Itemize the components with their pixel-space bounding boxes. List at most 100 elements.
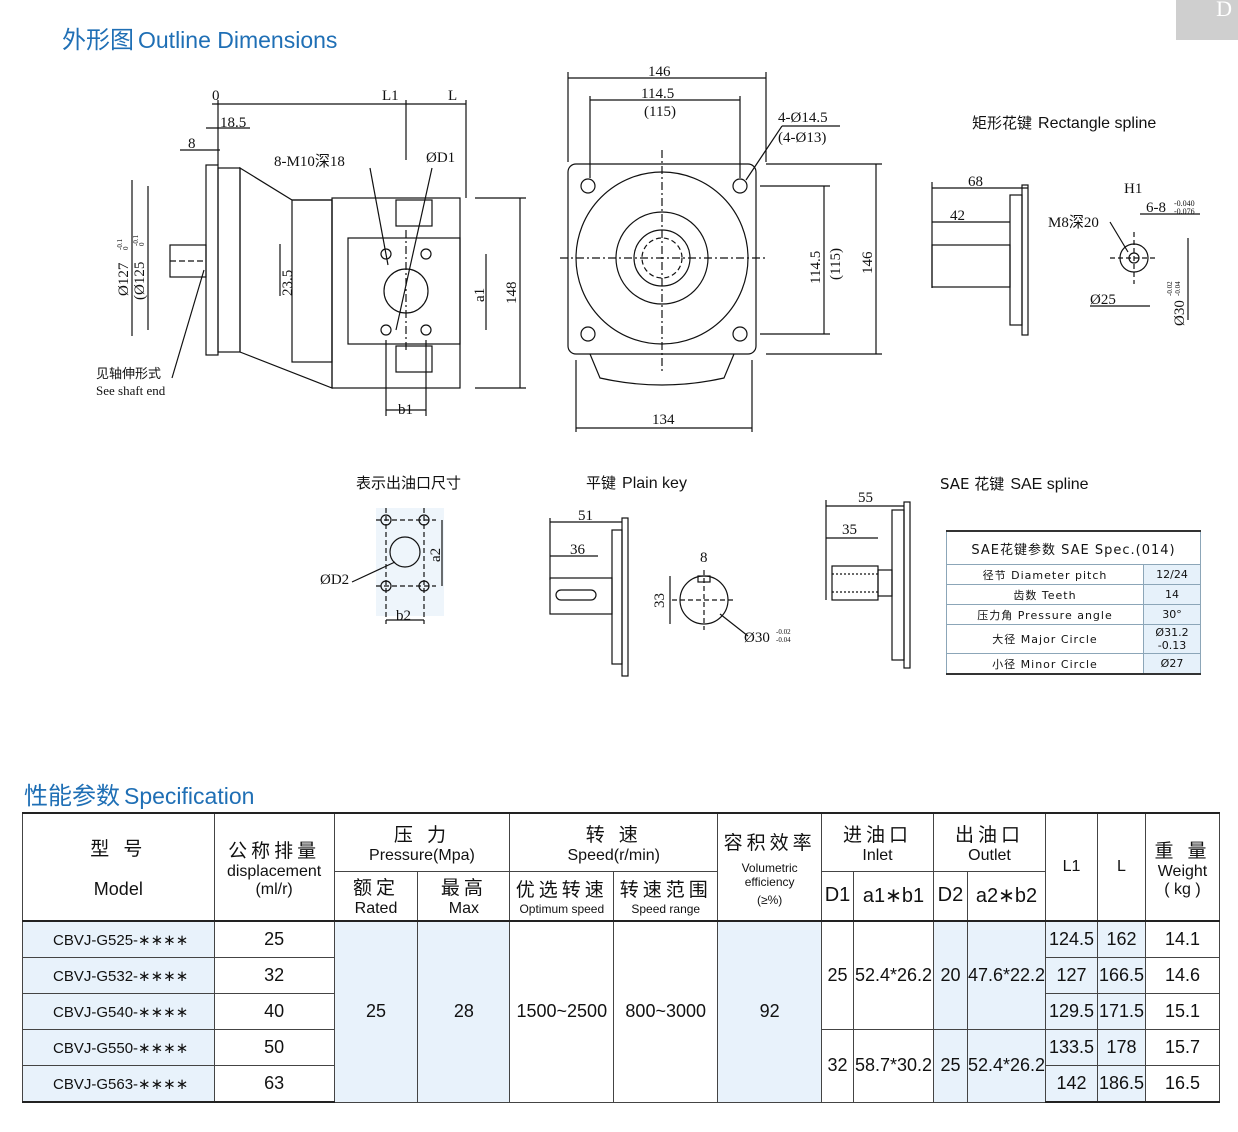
rectangle-spline-view	[931, 182, 1200, 336]
col-l1: L1	[1045, 812, 1098, 922]
dim-36: 36	[570, 542, 586, 558]
dim-b2: b2	[396, 608, 411, 624]
dim-35: 35	[842, 522, 857, 538]
dim-134: 134	[652, 412, 675, 428]
dim-spline-6-8: 6-8	[1146, 200, 1166, 216]
section-tab: D	[1176, 0, 1238, 40]
see-shaft-cn: 见轴伸形式	[96, 366, 161, 381]
dim-114-5-side: 114.5	[808, 251, 824, 284]
dim-o25: Ø25	[1090, 292, 1116, 308]
dim-h1: H1	[1124, 181, 1142, 197]
outlet-d2: 20	[932, 920, 968, 1030]
dim-m10: 8-M10深18	[274, 153, 345, 170]
spec-table: 型 号 Model 公称排量 displacement (ml/r) 压 力 P…	[22, 812, 1221, 1103]
col-d1: D1	[821, 870, 854, 922]
dim-o30: Ø30	[1172, 300, 1188, 326]
dim-spline-tol-2: -0.076	[1174, 207, 1195, 216]
sae-spline-view	[825, 500, 911, 669]
dim-23-5: 23.5	[280, 270, 296, 296]
inlet-d1-2: 32	[821, 1029, 854, 1103]
col-outlet: 出油口 Outlet	[932, 812, 1047, 872]
dim-146-side: 146	[860, 251, 876, 274]
col-speed: 转 速 Speed(r/min)	[509, 812, 719, 872]
dim-114-5-top: 114.5	[641, 86, 674, 102]
dim-od1: ØD1	[426, 150, 455, 166]
dim-o125-tol-2: 0	[138, 242, 146, 246]
dim-od2: ØD2	[320, 572, 349, 588]
dim-b1: b1	[398, 402, 413, 418]
dim-8-key: 8	[700, 550, 708, 566]
col-weight: 重 量 Weight ( kg )	[1144, 812, 1221, 922]
inlet-d1: 25	[821, 920, 854, 1030]
dim-148: 148	[504, 282, 520, 305]
rated-pressure: 25	[333, 920, 419, 1103]
dim-o30-key-tol-1: -0.02	[776, 628, 791, 636]
dim-115-top: (115)	[644, 104, 676, 120]
plain-key-view	[549, 517, 749, 677]
inlet-a1b1: 52.4*26.2	[853, 920, 934, 1030]
dim-o125: (Ø125	[132, 262, 148, 300]
col-model: 型 号 Model	[22, 812, 215, 922]
optimum-speed: 1500~2500	[509, 920, 615, 1103]
dim-o125-tol: -0.1	[132, 234, 140, 246]
col-a2b2: a2∗b2	[966, 870, 1047, 922]
dim-o127-tol-2: 0	[122, 246, 130, 250]
dim-l1: L1	[382, 88, 399, 104]
speed-range: 800~3000	[613, 920, 719, 1103]
dim-m8: M8深20	[1048, 214, 1099, 231]
dim-zero: 0	[212, 88, 220, 104]
inlet-a1b1-2: 58.7*30.2	[853, 1029, 934, 1103]
dim-o30-tol-2: -0.04	[1174, 281, 1182, 296]
outlet-d2-2: 25	[932, 1029, 968, 1103]
col-inlet: 进油口 Inlet	[821, 812, 934, 872]
col-d2: D2	[932, 870, 968, 922]
sae-spec-header: SAE花键参数 SAE Spec.(014)	[946, 530, 1201, 565]
dim-a2: a2	[428, 548, 444, 562]
col-pressure: 压 力 Pressure(Mpa)	[333, 812, 511, 872]
dim-68: 68	[968, 174, 983, 190]
dim-o30-key-tol-2: -0.04	[776, 636, 791, 644]
dim-holes: 4-Ø14.5	[778, 110, 828, 126]
col-l: L	[1097, 812, 1146, 922]
dim-8: 8	[188, 136, 196, 152]
dim-18-5: 18.5	[220, 115, 246, 131]
dim-o30-key: Ø30	[744, 630, 770, 646]
side-view	[131, 100, 526, 416]
dim-33: 33	[652, 593, 668, 608]
outlet-a2b2: 47.6*22.2	[966, 920, 1047, 1030]
front-view	[560, 72, 882, 432]
table-row: CBVJ-G540-∗∗∗∗ 40 129.5 171.5 15.1	[22, 993, 1221, 1030]
outline-drawing: 0 L1 L 18.5 8 8-M10深18 ØD1 Ø127 (Ø125 -0…	[96, 64, 1200, 677]
dim-o127: Ø127	[116, 262, 132, 296]
oil-port-view	[351, 508, 444, 624]
dim-42: 42	[950, 208, 965, 224]
dim-holes-alt: (4-Ø13)	[778, 130, 826, 146]
sae-spec-table: SAE花键参数 SAE Spec.(014) 径节 Diameter pitch…	[946, 530, 1201, 675]
volumetric-efficiency: 92	[717, 920, 823, 1103]
dim-51: 51	[578, 508, 593, 524]
col-a1b1: a1∗b1	[853, 870, 934, 922]
dim-146-top: 146	[648, 64, 671, 80]
table-row: CBVJ-G550-∗∗∗∗ 50 32 58.7*30.2 25 52.4*2…	[22, 1029, 1221, 1103]
dim-115-side: (115)	[828, 248, 844, 280]
dim-55: 55	[858, 490, 873, 506]
col-volumetric: 容积效率 Volumetric efficiency (≥%)	[717, 812, 823, 922]
dim-l: L	[448, 88, 457, 104]
dim-o127-tol: -0.1	[116, 238, 124, 250]
table-row: CBVJ-G563-∗∗∗∗ 63 142 186.5 16.5	[22, 1065, 1221, 1103]
oil-port-label: 表示出油口尺寸	[356, 474, 462, 492]
